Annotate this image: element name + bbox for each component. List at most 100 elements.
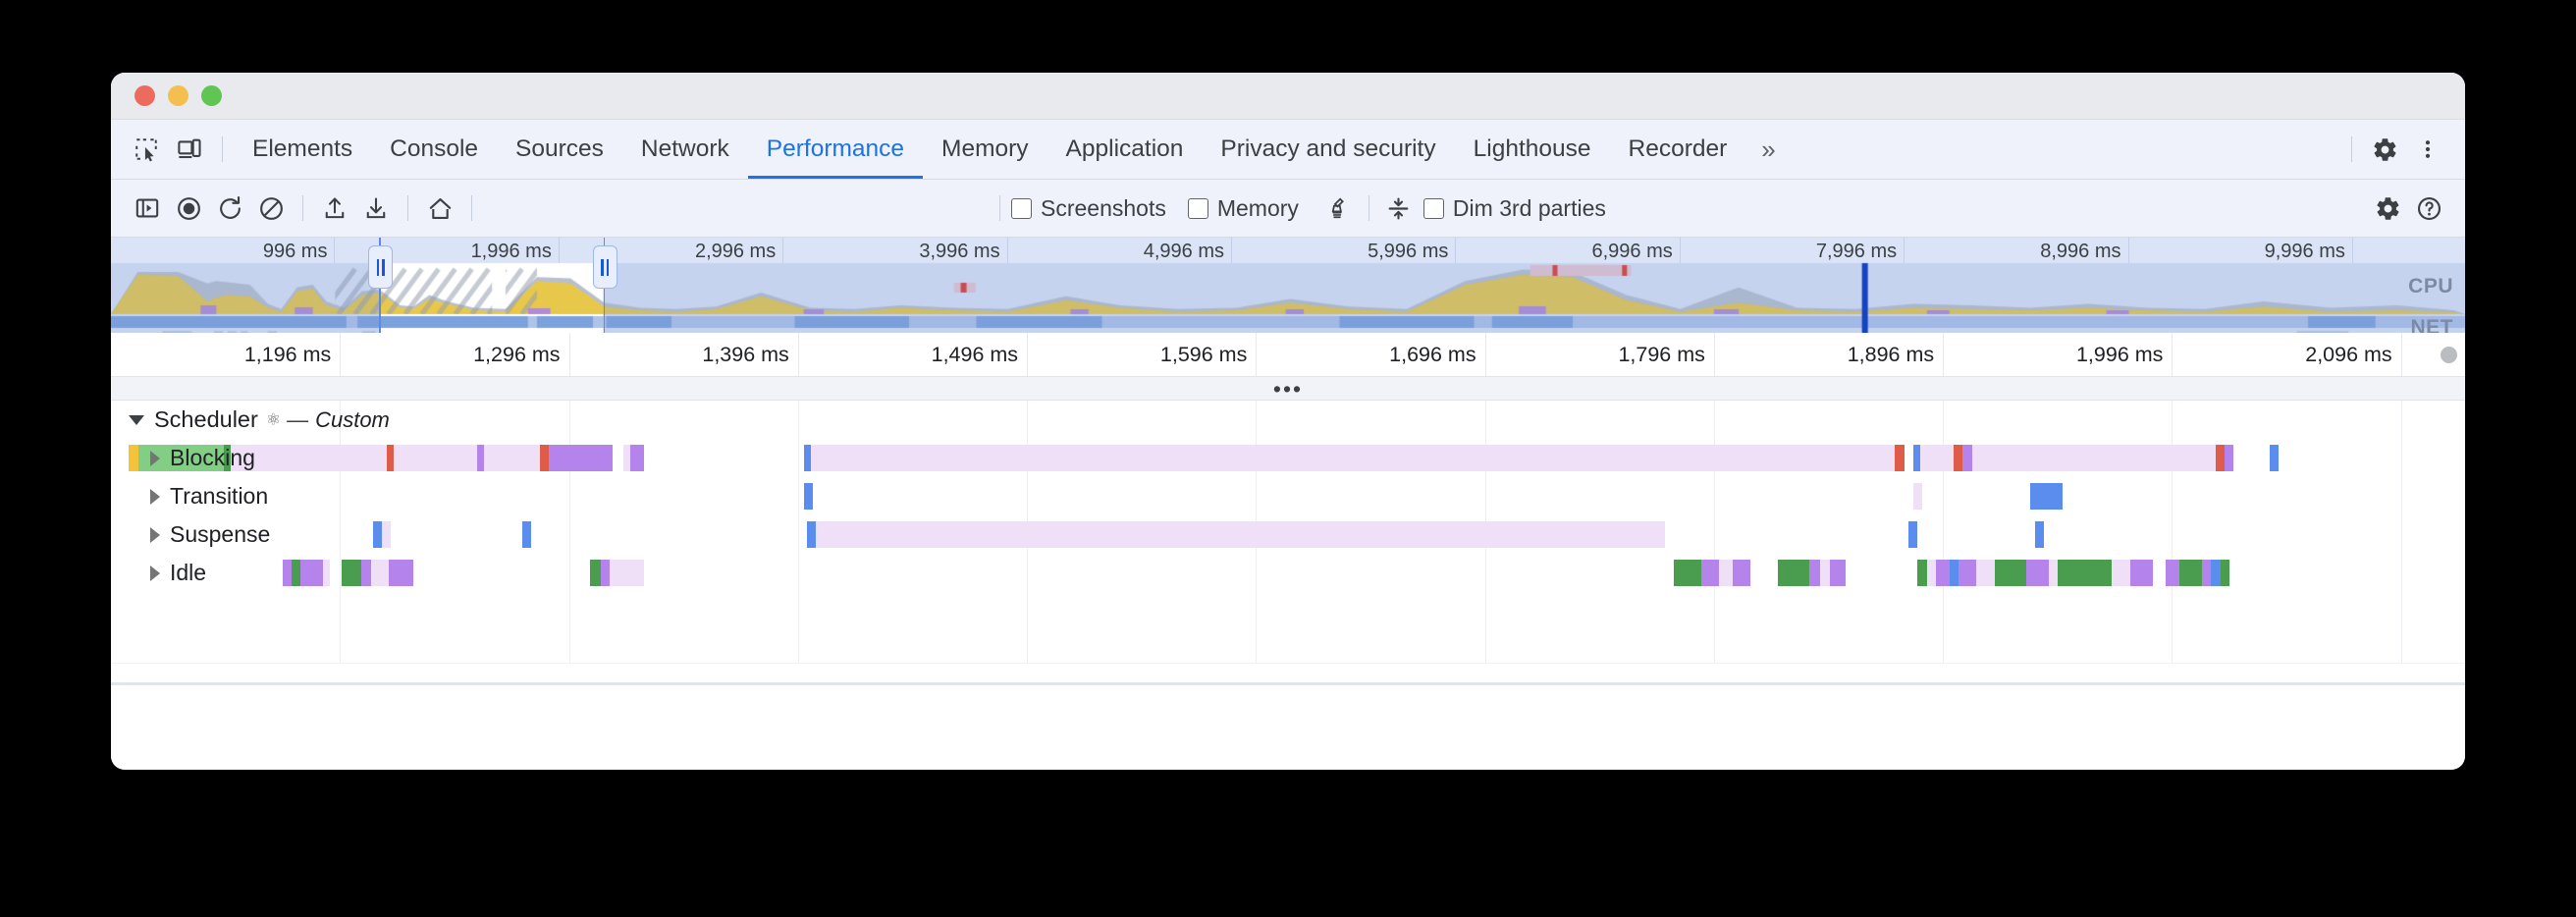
- flame-bar[interactable]: [1994, 560, 2026, 586]
- tab-lighthouse[interactable]: Lighthouse: [1473, 135, 1591, 162]
- flame-bar[interactable]: [2112, 560, 2130, 586]
- chevron-right-icon[interactable]: [150, 450, 160, 466]
- flame-bar[interactable]: [2270, 445, 2280, 471]
- flame-bar[interactable]: [224, 445, 231, 471]
- flame-bar[interactable]: [1700, 560, 1719, 586]
- flame-bar[interactable]: [2211, 560, 2221, 586]
- flame-bar[interactable]: [1808, 560, 1821, 586]
- flame-bar[interactable]: [521, 521, 531, 548]
- import-profile-icon[interactable]: [314, 188, 355, 229]
- flame-chart[interactable]: Scheduler ⚛ — Custom Blocking Transition…: [111, 401, 2465, 685]
- toggle-sidebar-icon[interactable]: [127, 188, 168, 229]
- flame-bar[interactable]: [2048, 560, 2058, 586]
- chevron-right-icon[interactable]: [150, 526, 160, 543]
- flame-bar[interactable]: [1718, 560, 1733, 586]
- minimize-window-button[interactable]: [168, 85, 188, 106]
- flame-bar[interactable]: [382, 521, 392, 548]
- flame-bar[interactable]: [1732, 560, 1751, 586]
- flame-bar[interactable]: [589, 560, 602, 586]
- flame-bar[interactable]: [282, 560, 293, 586]
- flame-bar[interactable]: [230, 445, 387, 471]
- tab-sources[interactable]: Sources: [515, 135, 604, 162]
- flame-bar[interactable]: [292, 560, 301, 586]
- flame-bar[interactable]: [1917, 560, 1927, 586]
- track-label-suspense[interactable]: Suspense: [111, 515, 356, 554]
- flame-bar[interactable]: [811, 445, 1896, 471]
- flame-bar[interactable]: [2216, 445, 2226, 471]
- flame-bar[interactable]: [1908, 521, 1918, 548]
- flame-bar[interactable]: [630, 445, 644, 471]
- tab-performance[interactable]: Performance: [748, 120, 923, 179]
- more-options-icon[interactable]: [2406, 128, 2449, 171]
- flame-bar[interactable]: [370, 560, 389, 586]
- flame-bar[interactable]: [483, 445, 541, 471]
- panel-resize-handle[interactable]: •••: [111, 377, 2465, 401]
- flame-bar[interactable]: [393, 445, 477, 471]
- selection-handle-right[interactable]: [592, 245, 617, 289]
- flame-bar[interactable]: [372, 521, 383, 548]
- more-tabs-button[interactable]: »: [1761, 135, 1776, 164]
- flame-bar[interactable]: [1949, 560, 1959, 586]
- flame-bar[interactable]: [1673, 560, 1701, 586]
- chevron-right-icon[interactable]: [150, 565, 160, 581]
- flame-bar[interactable]: [804, 483, 814, 510]
- flame-bar[interactable]: [476, 445, 484, 471]
- dim-3rd-parties-checkbox[interactable]: Dim 3rd parties: [1422, 195, 1606, 222]
- close-window-button[interactable]: [134, 85, 155, 106]
- tab-application[interactable]: Application: [1065, 135, 1184, 162]
- collapse-tracks-icon[interactable]: [1380, 188, 1418, 229]
- tab-network[interactable]: Network: [640, 135, 729, 162]
- flame-bar[interactable]: [2035, 521, 2045, 548]
- overview-graph-canvas[interactable]: [111, 238, 2465, 333]
- flame-bar[interactable]: [1971, 445, 2217, 471]
- track-group-scheduler[interactable]: Scheduler ⚛ — Custom: [111, 401, 390, 439]
- flame-track-suspense[interactable]: [111, 515, 2465, 554]
- flame-bar[interactable]: [300, 560, 324, 586]
- export-profile-icon[interactable]: [355, 188, 397, 229]
- flame-track-blocking[interactable]: [111, 439, 2465, 477]
- flame-track-transition[interactable]: [111, 477, 2465, 515]
- flame-bar[interactable]: [1935, 560, 1950, 586]
- flame-bar[interactable]: [804, 445, 812, 471]
- tab-elements[interactable]: Elements: [252, 135, 353, 162]
- flame-bar[interactable]: [1912, 445, 1920, 471]
- flame-bar[interactable]: [601, 560, 611, 586]
- flame-bar[interactable]: [388, 560, 414, 586]
- flame-bar[interactable]: [386, 445, 394, 471]
- collect-garbage-icon[interactable]: [1320, 188, 1358, 229]
- flame-bar[interactable]: [2129, 560, 2153, 586]
- flame-bar[interactable]: [563, 445, 613, 471]
- flame-bar[interactable]: [1829, 560, 1846, 586]
- flame-bar[interactable]: [2166, 560, 2180, 586]
- chevron-down-icon[interactable]: [129, 414, 144, 425]
- flame-bar[interactable]: [129, 445, 138, 471]
- flame-bar[interactable]: [1926, 560, 1936, 586]
- flame-bar[interactable]: [1919, 445, 1955, 471]
- flame-bar[interactable]: [1962, 445, 1972, 471]
- flame-bar[interactable]: [610, 560, 644, 586]
- flame-track-idle[interactable]: [111, 554, 2465, 592]
- track-label-idle[interactable]: Idle: [111, 554, 356, 592]
- flame-bar[interactable]: [1820, 560, 1830, 586]
- flame-bar[interactable]: [549, 445, 564, 471]
- flame-bar[interactable]: [1777, 560, 1809, 586]
- tab-console[interactable]: Console: [390, 135, 479, 162]
- flame-bar[interactable]: [2025, 560, 2049, 586]
- flame-bar[interactable]: [623, 445, 631, 471]
- flame-bar[interactable]: [815, 521, 1665, 548]
- flame-bar[interactable]: [1895, 445, 1905, 471]
- flame-bar[interactable]: [323, 560, 331, 586]
- flame-bar[interactable]: [361, 560, 371, 586]
- flame-bar[interactable]: [2058, 560, 2113, 586]
- track-label-transition[interactable]: Transition: [111, 477, 356, 515]
- maximize-window-button[interactable]: [201, 85, 222, 106]
- chevron-right-icon[interactable]: [150, 488, 160, 505]
- capture-settings-icon[interactable]: [2367, 188, 2408, 229]
- settings-gear-icon[interactable]: [2363, 128, 2406, 171]
- flame-bar[interactable]: [1912, 483, 1922, 510]
- flame-bar[interactable]: [1976, 560, 1995, 586]
- track-label-blocking[interactable]: Blocking: [111, 439, 356, 477]
- record-icon[interactable]: [168, 188, 209, 229]
